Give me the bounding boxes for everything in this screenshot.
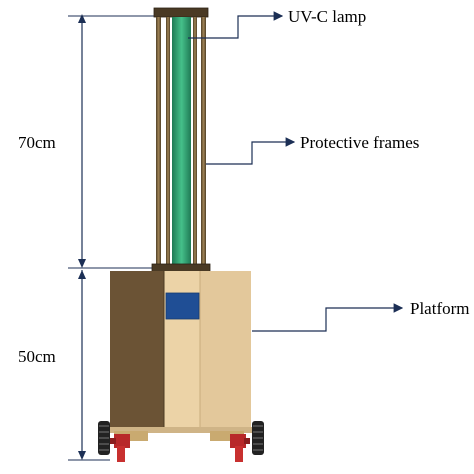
dimension-lower: 50cm (14, 270, 110, 461)
lamp-assembly (151, 7, 211, 273)
callout-uv-lamp-line (188, 11, 284, 39)
platform-body (106, 271, 256, 433)
uv-lamp-label: UV-C lamp (288, 7, 366, 26)
frame-rod-left (156, 17, 161, 267)
frame-rod-inner-right (193, 17, 197, 267)
dimension-upper-arrow-bottom (78, 259, 86, 268)
bottom-cap (151, 263, 211, 273)
frame-rod-inner-left (166, 17, 170, 267)
dimension-upper-label: 70cm (18, 133, 56, 152)
caster-left (110, 431, 148, 462)
control-panel-screen (165, 292, 200, 320)
platform-side-dark (110, 271, 164, 429)
dimension-lower-arrow-top (78, 270, 86, 279)
platform-label: Platform (410, 299, 470, 318)
dimension-upper-arrow-top (78, 14, 86, 23)
frame-rod-right (201, 17, 206, 267)
dimension-lower-arrow-bottom (78, 451, 86, 460)
platform-base-plate (106, 427, 256, 433)
callout-platform: Platform (252, 299, 470, 332)
wheel-left (98, 421, 110, 455)
protective-frames-label: Protective frames (300, 133, 419, 152)
callout-protective-frames: Protective frames (206, 133, 419, 165)
platform-front-right (200, 271, 251, 429)
top-cap (153, 7, 209, 18)
caster-right (210, 431, 250, 462)
callout-uv-lamp: UV-C lamp (188, 7, 366, 39)
uv-lamp-tube (172, 17, 191, 267)
callout-protective-frames-line (206, 137, 296, 165)
wheel-right (252, 421, 264, 455)
dimension-upper: 70cm (14, 14, 155, 269)
callout-platform-line (252, 303, 404, 332)
dimension-lower-label: 50cm (18, 347, 56, 366)
